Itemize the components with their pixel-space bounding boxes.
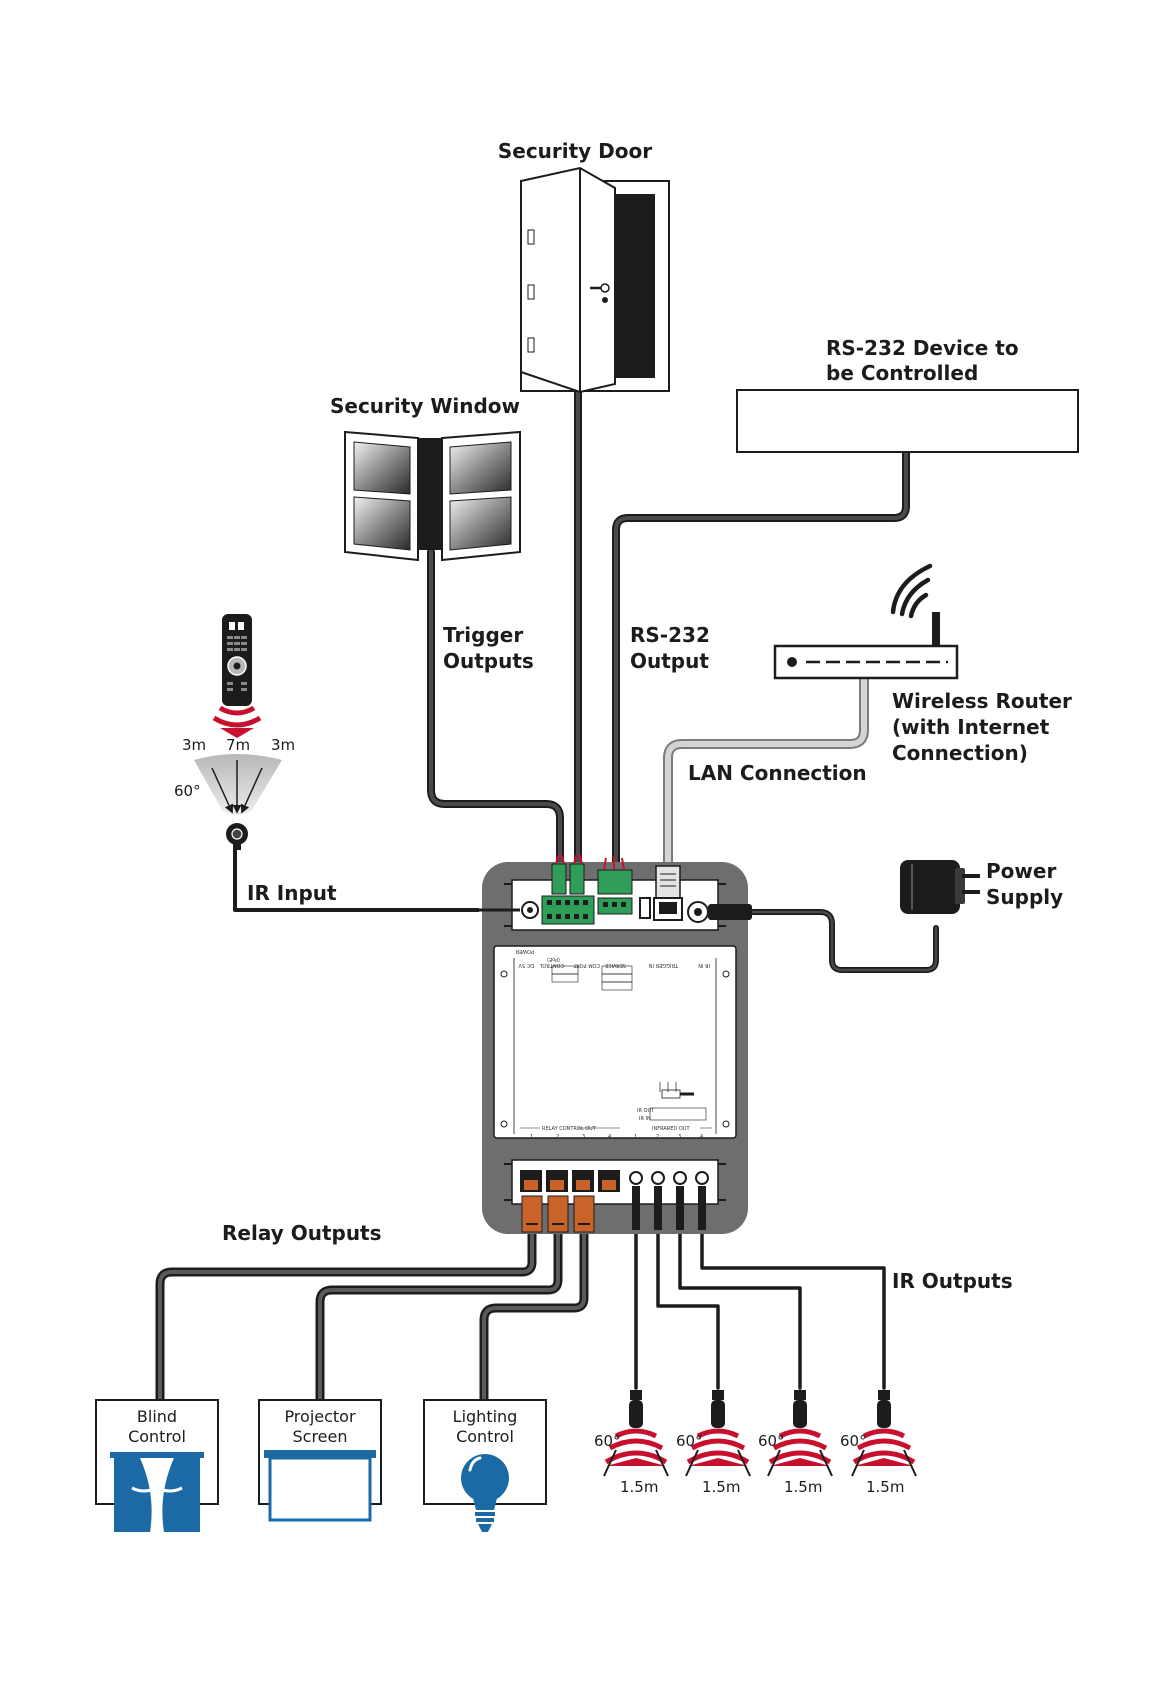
relay-ports (520, 1170, 620, 1192)
window-trigger-cable (427, 548, 564, 872)
ir-emitter-1: 60° 1.5m (594, 1390, 669, 1496)
ir-emitters: 60° 1.5m 60° 1.5m 60° 1.5m (594, 1390, 917, 1496)
remote-range-left: 3m (182, 736, 206, 754)
security-door (520, 166, 670, 394)
panel-ir-out: IR OUT (637, 1108, 655, 1114)
usb-port (639, 897, 651, 919)
relay-cable-projector (315, 1227, 563, 1405)
wireless-router (773, 563, 959, 680)
security-window-label: Security Window (330, 394, 520, 418)
blind-label-line1: Blind (137, 1407, 177, 1426)
panel-legend-top: IR IN TRIGGER IN SERVICE COM PORT CONTRO… (515, 948, 710, 968)
remote-range-mid: 7m (226, 736, 250, 754)
power-supply (900, 860, 980, 914)
ir-emitter-4-angle: 60° (840, 1432, 867, 1450)
control-box: IR IN TRIGGER IN SERVICE COM PORT CONTRO… (478, 855, 752, 1234)
lan-cable (663, 669, 869, 875)
relay-port-2-num: 2 (556, 1134, 559, 1140)
ir-emitter-3-range: 1.5m (784, 1478, 822, 1496)
panel-control: CONTROL (539, 962, 564, 968)
ir-input-cable (233, 840, 480, 912)
ir-emitter-3-angle: 60° (758, 1432, 785, 1450)
relay-port-4-num: 4 (608, 1134, 611, 1140)
relay-cable-lighting (479, 1227, 589, 1405)
ir-port-1-num: 1 (634, 1134, 637, 1140)
projector-screen-icon (264, 1450, 376, 1522)
rs232-cable (612, 448, 910, 872)
trigger-outputs-label-line1: Trigger (443, 623, 523, 647)
ir-emitter-2-range: 1.5m (702, 1478, 740, 1496)
ir-receiver-fan (194, 754, 282, 815)
ir-emitter-2-angle: 60° (676, 1432, 703, 1450)
panel-poe: (PoE) (547, 956, 560, 962)
ir-pinout-diagram: IR OUT IR IN (637, 1082, 707, 1122)
panel-ir-in-small: IR IN (639, 1116, 651, 1122)
ir-out-jacks (629, 1171, 709, 1230)
rs232-output-label-line2: Output (630, 649, 709, 673)
relay-port-3-num: 3 (582, 1134, 585, 1140)
ir-port-3-num: 3 (678, 1134, 681, 1140)
lighting-label-line2: Control (456, 1427, 514, 1446)
remote-angle-label: 60° (174, 782, 201, 800)
rs232-device-label-line2: be Controlled (826, 361, 978, 385)
rs232-plug (597, 856, 633, 915)
power-cable (749, 909, 939, 973)
light-bulb-icon (461, 1454, 509, 1532)
blind-control-box: Blind Control (95, 1399, 219, 1532)
ir-emitter-4: 60° 1.5m (840, 1390, 917, 1496)
panel-infrared-out: INFRARED OUT (652, 1126, 690, 1132)
panel-com-port: COM PORT (573, 962, 600, 968)
router-label-line1: Wireless Router (892, 689, 1072, 713)
panel-dc: DC 5V (518, 962, 534, 968)
curtain-icon (110, 1452, 204, 1532)
ir-remote (212, 614, 262, 738)
ir-emitter-1-range: 1.5m (620, 1478, 658, 1496)
security-window (344, 430, 521, 562)
dc-jack (687, 901, 752, 923)
rs232-output-label-line1: RS-232 (630, 623, 710, 647)
lan-port (653, 865, 683, 921)
rs232-device-box (736, 389, 1079, 453)
panel-trigger-in: TRIGGER IN (649, 962, 679, 968)
ir-emitter-2: 60° 1.5m (676, 1390, 751, 1496)
projector-screen-box: Projector Screen (258, 1399, 382, 1522)
trigger-outputs-label-line2: Outputs (443, 649, 534, 673)
relay-outputs-label: Relay Outputs (222, 1221, 382, 1245)
projector-label-line2: Screen (292, 1427, 347, 1446)
lighting-control-box: Lighting Control (423, 1399, 547, 1532)
relay-plugs (521, 1195, 595, 1233)
panel-port-numbers: 1 2 3 4 1 2 3 4 (530, 1134, 703, 1140)
lan-connection-label: LAN Connection (688, 761, 867, 785)
ir-emitter-1-angle: 60° (594, 1432, 621, 1450)
panel-ir-in: IR IN (698, 962, 710, 968)
ir-output-cables (634, 1230, 886, 1390)
lighting-label-line1: Lighting (453, 1407, 518, 1426)
security-door-label: Security Door (498, 139, 652, 163)
ir-port-4-num: 4 (700, 1134, 703, 1140)
projector-label-line1: Projector (284, 1407, 356, 1426)
power-supply-label-line1: Power (986, 859, 1056, 883)
router-label-line3: Connection) (892, 741, 1028, 765)
cables (155, 380, 939, 1405)
ir-outputs-label: IR Outputs (892, 1269, 1013, 1293)
trigger-plugs (541, 855, 595, 925)
rs232-device-label-line1: RS-232 Device to (826, 336, 1019, 360)
ir-emitter-4-range: 1.5m (866, 1478, 904, 1496)
power-supply-label-line2: Supply (986, 885, 1063, 909)
panel-relay-control-out: RELAY CONTROL OUT (542, 1126, 597, 1132)
blind-label-line2: Control (128, 1427, 186, 1446)
ir-receiver-eye (226, 823, 248, 850)
router-label-line2: (with Internet (892, 715, 1050, 739)
relay-port-1-num: 1 (530, 1134, 533, 1140)
panel-service: SERVICE (605, 962, 626, 968)
remote-range-right: 3m (271, 736, 295, 754)
panel-grid-top (551, 965, 633, 991)
relay-cable-blind (155, 1227, 537, 1405)
panel-power: POWER (515, 948, 534, 954)
ir-port-2-num: 2 (656, 1134, 659, 1140)
ir-emitter-3: 60° 1.5m (758, 1390, 833, 1496)
ir-input-label: IR Input (247, 881, 337, 905)
